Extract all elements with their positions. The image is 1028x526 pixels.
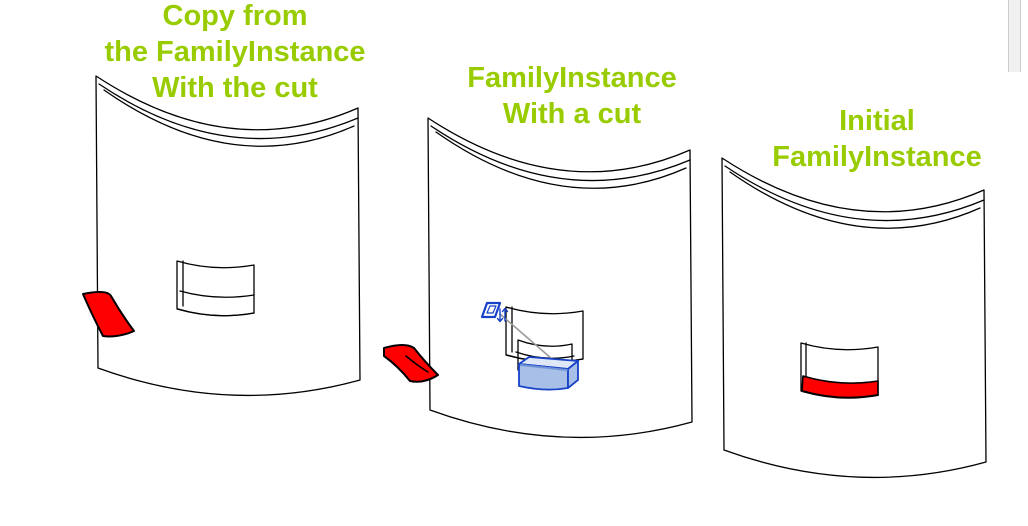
annotation-left-line2: the FamilyInstance [104,36,366,68]
dragged-instance-side-face [567,360,579,389]
wall-left-top-inner-arc [103,89,355,147]
move-offset-icon-arrow-up [501,307,509,322]
wall-left-top-thickness-arc [98,83,359,140]
wall-left-opening-outline [176,260,255,317]
wall-middle-outer-face [427,117,693,439]
move-offset-icon-arrow-down [496,308,504,323]
annotation-middle-line1: FamilyInstance [467,62,677,94]
wall-left-opening [176,260,255,317]
wall-middle-dragged-instance[interactable] [518,356,579,391]
annotation-left-line1: Copy from [162,0,308,32]
move-offset-icon-parallelogram-inner [486,305,497,314]
annotation-copy-from-family-instance: Copy from the FamilyInstance With the cu… [95,0,375,106]
annotation-right-line2: FamilyInstance [772,141,982,173]
wall-left-red-cut-patch [82,290,135,338]
wall-right-top-inner-arc [729,171,981,229]
dragged-instance-highlight-edge [519,363,569,372]
scrollbar-edge-filler [1022,0,1028,72]
move-offset-icon [480,301,509,323]
annotation-family-instance-with-cut: FamilyInstance With a cut [432,60,712,132]
wall-left-opening-bottom-edge [177,308,255,317]
annotation-initial-family-instance: Initial FamilyInstance [742,103,1012,175]
wall-middle-red-cut-patch [383,344,439,383]
wall-left-outer-face [95,75,361,397]
move-offset-icon-parallelogram-outer [480,301,502,319]
wall-left-opening-sill-line [179,290,255,298]
wall-right-opening-bottom-edge [801,390,879,399]
annotation-middle-line2: With a cut [502,98,642,130]
wall-middle-figure [383,117,693,439]
annotation-right-line1: Initial [839,105,915,137]
wall-right-outer-face [721,157,987,479]
wall-middle-top-thickness-arc [430,125,691,182]
wall-right-top-thickness-arc [724,165,985,222]
wall-middle-red-cut-notch [405,355,429,373]
wall-left-figure [82,75,361,397]
wall-middle-top-inner-arc [435,131,687,189]
wall-right-figure [721,157,987,479]
annotation-left-line3: With the cut [152,72,318,104]
wall-right-opening [800,342,879,399]
vertical-scrollbar-track[interactable] [1008,0,1021,72]
